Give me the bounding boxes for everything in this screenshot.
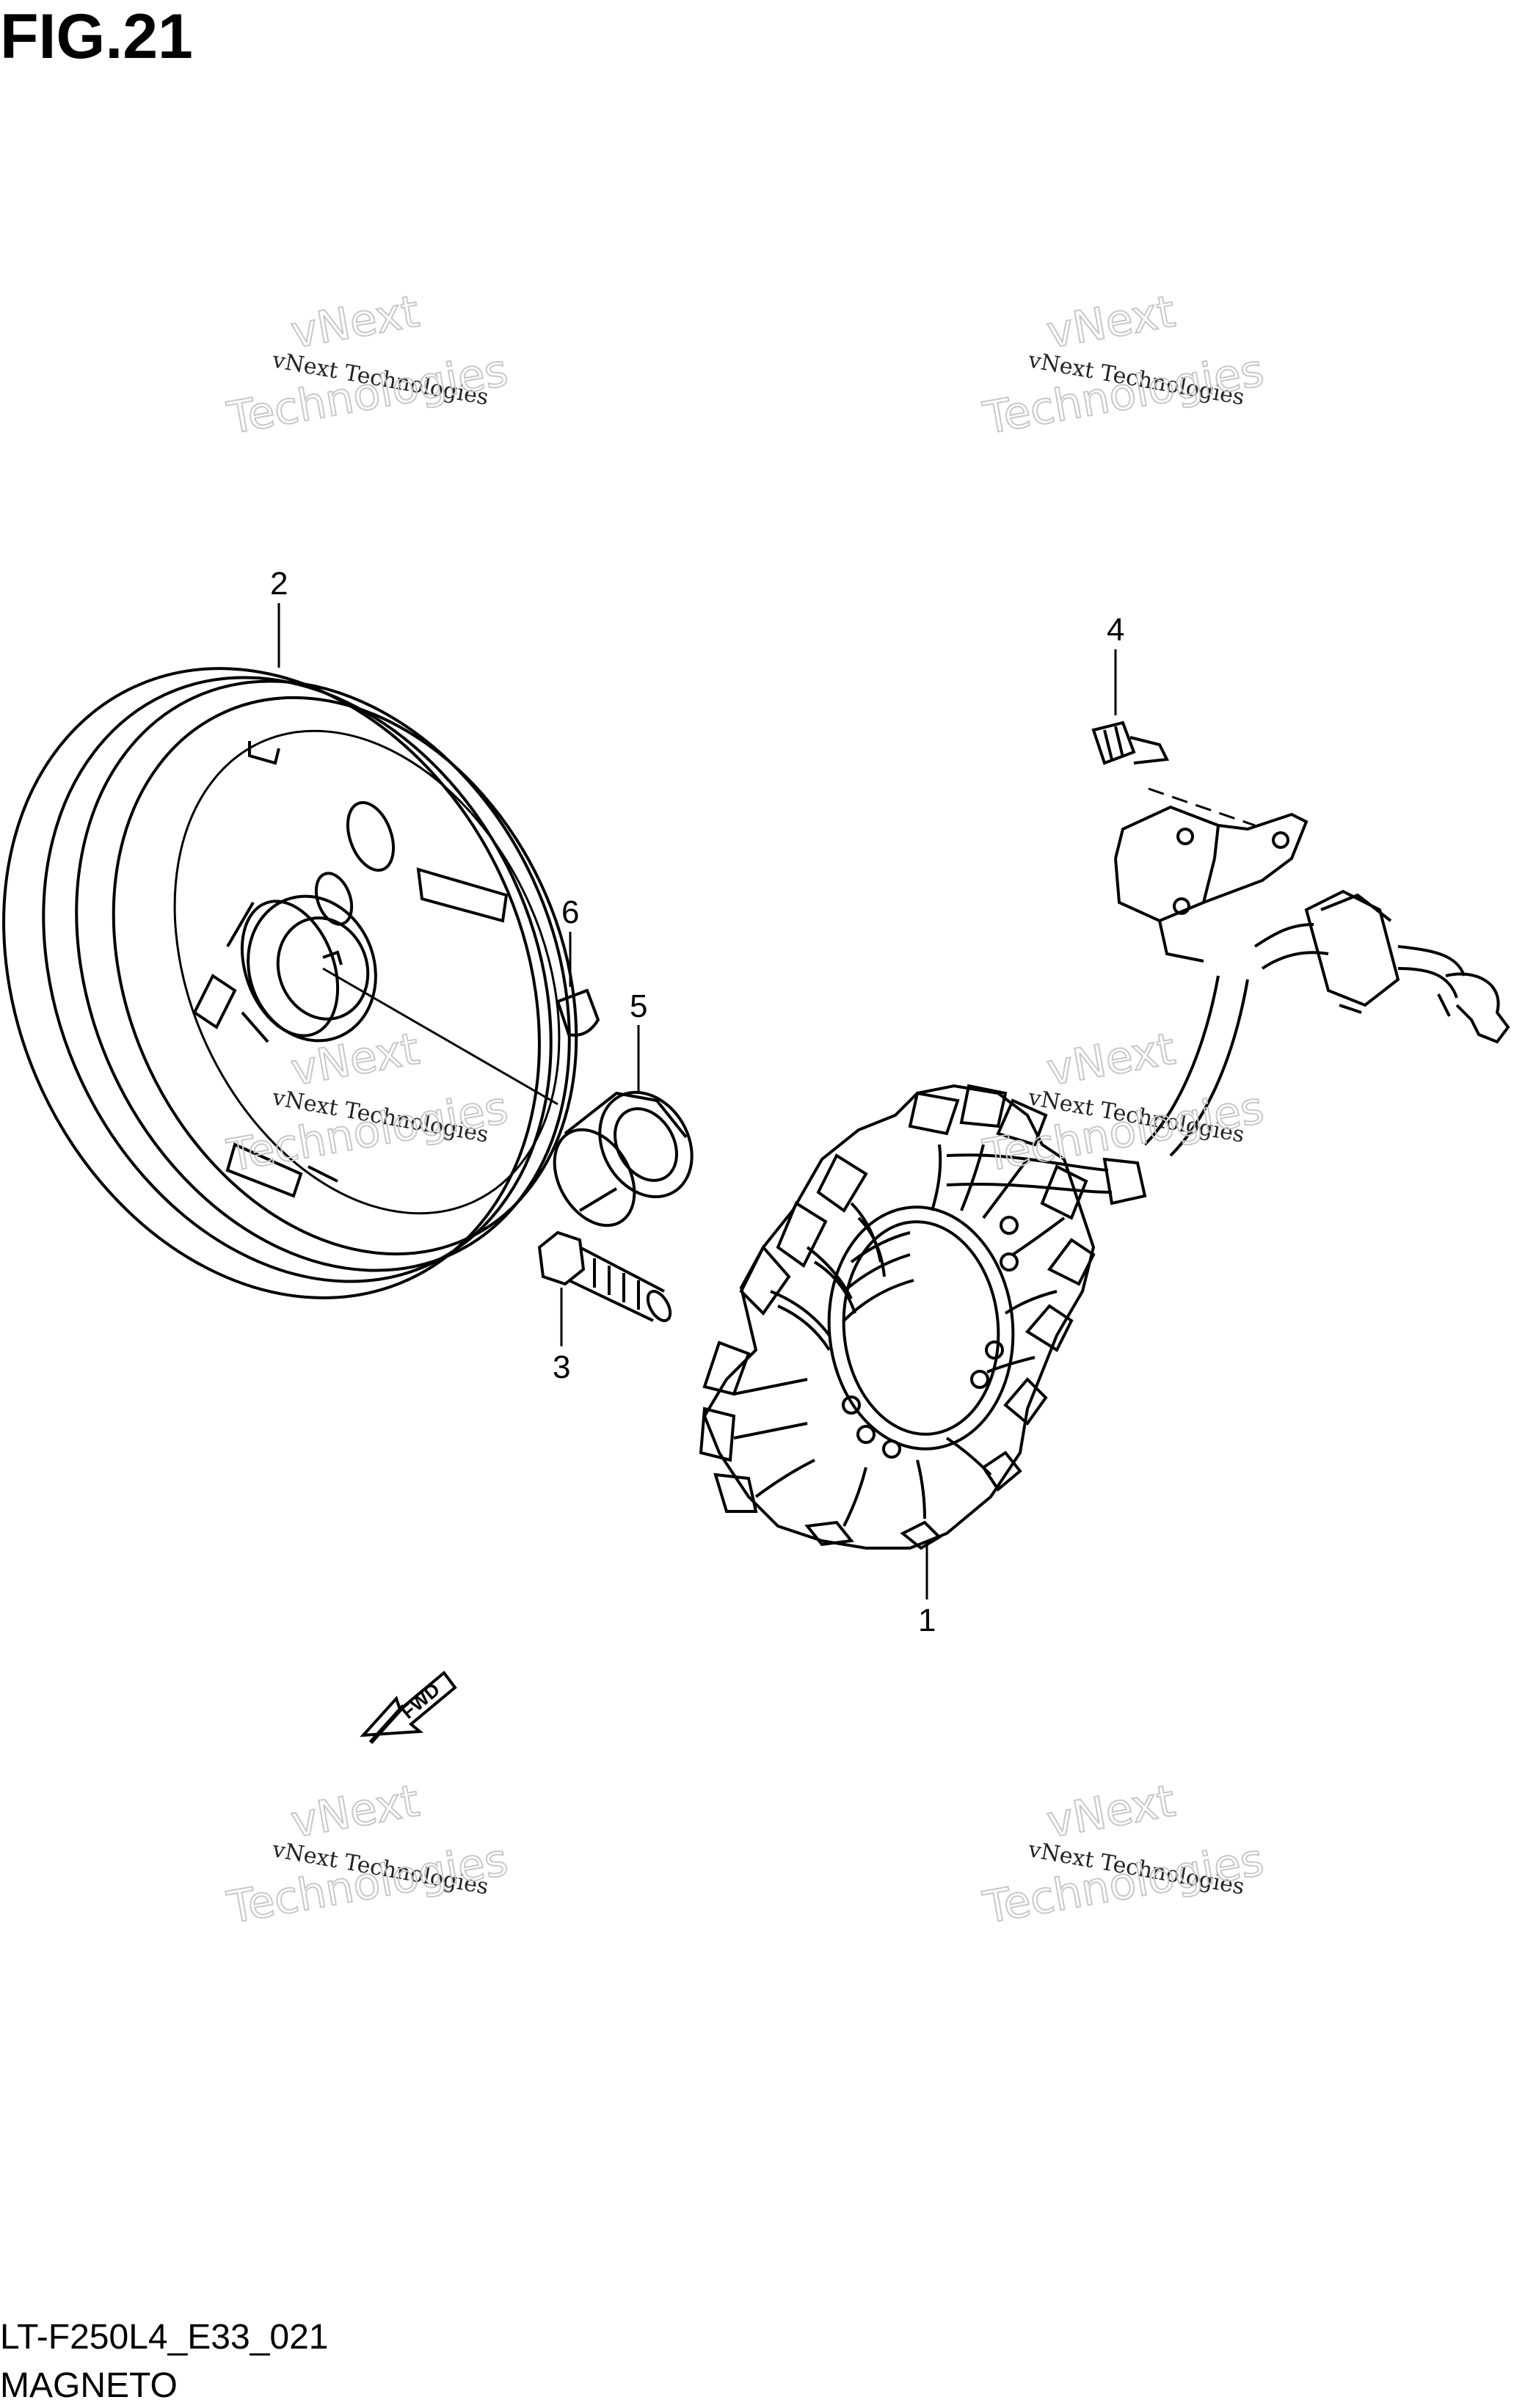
- watermark-top-left: vNext Technologies vNext Technologies: [222, 285, 512, 445]
- svg-text:vNext: vNext: [287, 1776, 423, 1848]
- svg-text:Technologies: Technologies: [223, 1834, 512, 1934]
- callout-4: 4: [1107, 612, 1125, 648]
- callout-6: 6: [561, 894, 580, 930]
- pickup-coil: [1114, 805, 1309, 963]
- callout-leaders: [277, 603, 1117, 1599]
- svg-text:Technologies: Technologies: [979, 1082, 1267, 1182]
- svg-text:vNext: vNext: [1043, 286, 1179, 359]
- svg-text:Technologies: Technologies: [223, 345, 512, 445]
- svg-text:Technologies: Technologies: [979, 1834, 1267, 1934]
- starter-nut: [553, 1090, 694, 1227]
- flywheel-rotor: [2, 667, 578, 1299]
- callout-3: 3: [553, 1349, 571, 1385]
- callout-2: 2: [270, 566, 288, 602]
- callout-5: 5: [630, 988, 648, 1024]
- figure-title: FIG.21: [0, 1, 193, 72]
- callout-1: 1: [918, 1602, 936, 1638]
- assembly-lines: [322, 787, 1256, 1106]
- watermark-bottom-right: vNext Technologies vNext Technologies: [978, 1775, 1268, 1935]
- svg-text:Technologies: Technologies: [223, 1082, 512, 1182]
- fwd-arrow: FWD: [360, 1671, 457, 1745]
- stator: [699, 1084, 1147, 1550]
- watermark-top-right: vNext Technologies vNext Technologies: [978, 285, 1268, 445]
- svg-text:vNext: vNext: [1043, 1776, 1179, 1848]
- wire-harness: [1143, 889, 1510, 1157]
- svg-text:vNext: vNext: [1043, 1024, 1179, 1096]
- svg-text:Technologies: Technologies: [979, 345, 1267, 445]
- watermark-bottom-left: vNext Technologies vNext Technologies: [222, 1775, 512, 1935]
- woodruff-key: [556, 988, 600, 1037]
- watermark-mid-left: vNext Technologies vNext Technologies: [222, 1023, 512, 1183]
- pickup-screw: [1091, 720, 1170, 765]
- figure-code: LT-F250L4_E33_021: [0, 2318, 329, 2357]
- figure-caption: MAGNETO: [0, 2366, 178, 2405]
- stator-bolt: [537, 1230, 672, 1322]
- svg-text:vNext: vNext: [287, 286, 423, 359]
